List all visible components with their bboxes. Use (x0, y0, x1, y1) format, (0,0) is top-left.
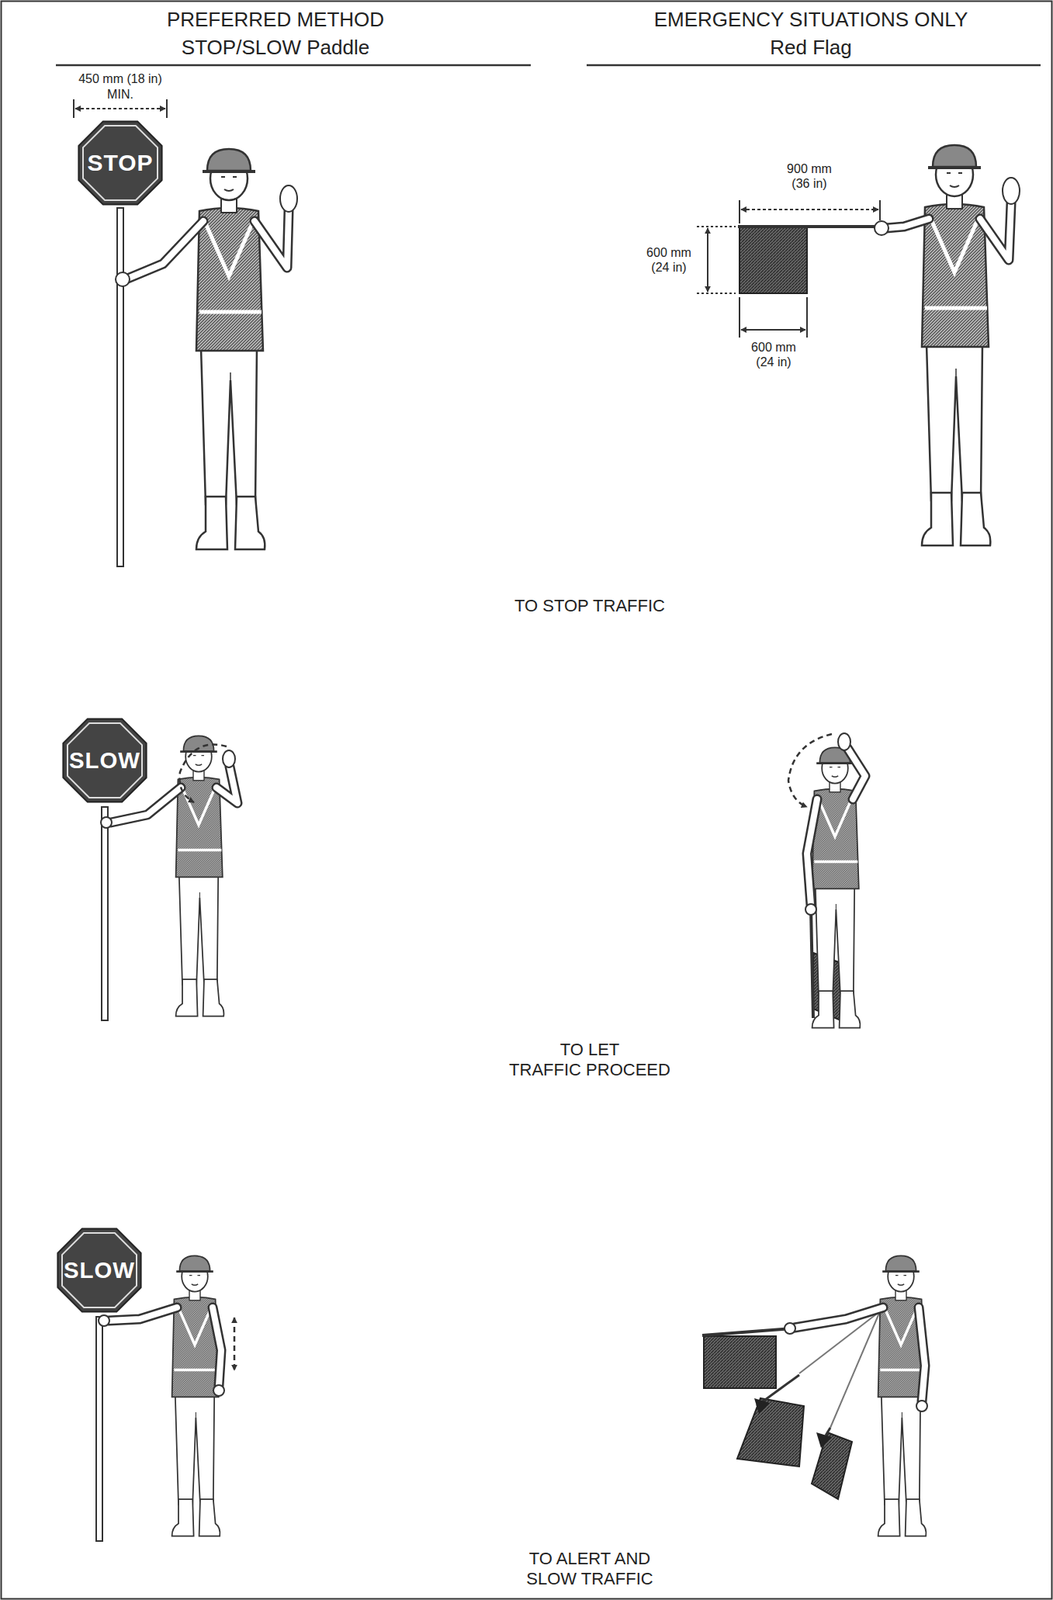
dimension-label: 600 mm (24 in) (742, 339, 805, 370)
dimension-label: 900 mm (36 in) (778, 161, 841, 191)
flagger-red-flag-stop (737, 145, 1020, 546)
flagger-red-flag-proceed (788, 733, 866, 1029)
column-heading: STOP/SLOW Paddle (181, 35, 370, 60)
paddle-text: SLOW (69, 747, 141, 774)
dimension-label: 450 mm (18 in) (78, 71, 163, 87)
paddle-dimension (73, 99, 167, 118)
dimension-label: 600 mm (24 in) (637, 245, 700, 275)
heading-rule (55, 64, 531, 67)
paddle-text: SLOW (63, 1257, 136, 1284)
signal-caption: TO LET TRAFFIC PROCEED (496, 1039, 683, 1081)
paddle-text: STOP (86, 149, 153, 177)
paddle-sign: SLOW (58, 713, 152, 808)
signal-caption: TO STOP TRAFFIC (514, 595, 666, 617)
column-heading: EMERGENCY SITUATIONS ONLY (654, 7, 969, 32)
dimension-label: MIN. (107, 86, 134, 102)
flagger-red-flag-alert (702, 1255, 928, 1536)
flagger-stop-paddle (115, 148, 298, 567)
signal-caption: TO ALERT AND SLOW TRAFFIC (508, 1548, 672, 1590)
column-heading: Red Flag (769, 35, 853, 60)
column-heading: PREFERRED METHOD (166, 7, 385, 32)
heading-rule (586, 64, 1041, 67)
flag-dimensions (696, 200, 880, 338)
paddle-sign: STOP (73, 116, 167, 210)
paddle-sign: SLOW (52, 1223, 146, 1317)
